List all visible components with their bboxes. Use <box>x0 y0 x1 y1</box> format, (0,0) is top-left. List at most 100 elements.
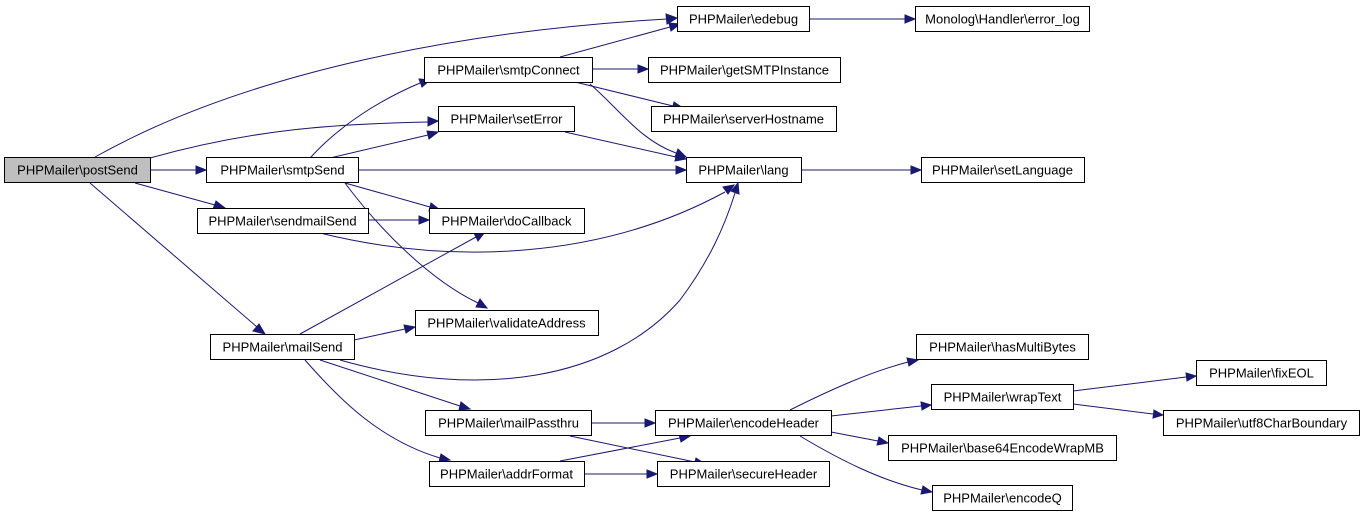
node-sendmailsend-label: PHPMailer\sendmailSend <box>208 214 356 229</box>
node-postsend-label: PHPMailer\postSend <box>17 163 138 178</box>
node-addrformat[interactable]: PHPMailer\addrFormat <box>429 461 585 487</box>
node-base64encodewrapmb-label: PHPMailer\base64EncodeWrapMB <box>901 441 1104 456</box>
node-error-log-label: Monolog\Handler\error_log <box>925 12 1080 27</box>
edge-postsend-seterror <box>149 121 429 159</box>
node-wraptext-label: PHPMailer\wrapText <box>944 390 1062 405</box>
edge-smtpsend-validateaddress <box>344 182 479 304</box>
edge-mailsend-mailpassthru-arrow <box>458 401 472 411</box>
edge-seterror-lang-arrow <box>674 152 688 162</box>
edge-sendmailsend-docallback-arrow <box>418 215 431 225</box>
node-fixeol[interactable]: PHPMailer\fixEOL <box>1196 360 1327 386</box>
node-mailpassthru-label: PHPMailer\mailPassthru <box>438 416 579 431</box>
node-encodeq[interactable]: PHPMailer\encodeQ <box>932 485 1073 511</box>
node-smtpconnect-label: PHPMailer\smtpConnect <box>437 63 580 78</box>
node-validateaddress[interactable]: PHPMailer\validateAddress <box>415 310 599 336</box>
edge-postsend-smtpsend-arrow <box>195 165 208 175</box>
edge-addrformat-secureheader-arrow <box>646 469 659 479</box>
node-encodeq-label: PHPMailer\encodeQ <box>943 491 1062 506</box>
node-edebug[interactable]: PHPMailer\edebug <box>677 6 810 32</box>
node-encodeheader[interactable]: PHPMailer\encodeHeader <box>655 410 832 436</box>
edge-sendmailsend-lang-arrow <box>722 184 736 195</box>
edge-mailsend-validateaddress <box>353 328 406 341</box>
edge-smtpconnect-lang <box>589 83 677 154</box>
node-edebug-label: PHPMailer\edebug <box>689 12 798 27</box>
edge-mailsend-mailpassthru <box>319 359 461 407</box>
node-encodeheader-label: PHPMailer\encodeHeader <box>668 416 820 431</box>
node-smtpconnect[interactable]: PHPMailer\smtpConnect <box>424 57 593 83</box>
node-hasmultibytes[interactable]: PHPMailer\hasMultiBytes <box>916 334 1089 360</box>
edge-encodeheader-hasmultibytes-arrow <box>906 357 920 367</box>
edge-edebug-errorlog-arrow <box>904 14 917 24</box>
node-utf8charboundary[interactable]: PHPMailer\utf8CharBoundary <box>1163 410 1360 436</box>
edge-seterror-lang <box>564 131 677 158</box>
edge-encodeheader-encodeq-arrow <box>920 485 934 495</box>
edge-mailsend-lang-arrow <box>730 181 740 195</box>
node-serverhostname[interactable]: PHPMailer\serverHostname <box>651 106 837 132</box>
node-wraptext[interactable]: PHPMailer\wrapText <box>931 384 1074 410</box>
edge-wraptext-fixeol-arrow <box>1185 372 1198 382</box>
edge-wraptext-fixeol <box>1072 376 1187 392</box>
node-mailpassthru[interactable]: PHPMailer\mailPassthru <box>425 410 592 436</box>
edge-postsend-seterror-arrow <box>427 116 440 127</box>
node-validateaddress-label: PHPMailer\validateAddress <box>427 316 586 331</box>
node-error-log[interactable]: Monolog\Handler\error_log <box>915 6 1090 32</box>
edge-mailsend-addrformat <box>304 359 441 459</box>
edge-lang-setlanguage-arrow <box>910 165 923 175</box>
edge-encodeheader-wraptext <box>830 405 922 417</box>
edge-mailpassthru-encodeheader-arrow <box>644 418 657 428</box>
node-utf8charboundary-label: PHPMailer\utf8CharBoundary <box>1176 416 1348 431</box>
call-graph-edges <box>89 13 1198 495</box>
node-getsmtpinstance-label: PHPMailer\getSMTPInstance <box>660 63 829 78</box>
edge-smtpconnect-edebug <box>559 26 671 58</box>
edge-postsend-edebug-arrow <box>665 13 679 25</box>
edge-encodeheader-wraptext-arrow <box>920 401 933 411</box>
edge-mailsend-docallback <box>299 236 477 335</box>
edge-smtpsend-validateaddress-arrow <box>475 298 489 309</box>
edge-smtpconnect-serverhostname <box>574 81 674 107</box>
edge-smtpsend-seterror <box>329 134 429 159</box>
edge-smtpsend-docallback <box>344 182 431 208</box>
edge-encodeheader-base64encodewrapmb-arrow <box>876 436 890 446</box>
node-smtpsend-label: PHPMailer\smtpSend <box>220 163 344 178</box>
edge-wraptext-utf8charboundary <box>1072 403 1154 415</box>
edge-smtpconnect-getsmtpinstance-arrow <box>637 64 650 74</box>
edge-sendmailsend-lang <box>319 191 726 253</box>
node-seterror[interactable]: PHPMailer\setError <box>438 106 575 132</box>
node-docallback-label: PHPMailer\doCallback <box>441 214 572 229</box>
node-hasmultibytes-label: PHPMailer\hasMultiBytes <box>929 340 1076 355</box>
edge-mailsend-lang <box>339 192 736 381</box>
edge-smtpsend-smtpconnect <box>309 82 421 159</box>
node-lang[interactable]: PHPMailer\lang <box>686 157 802 183</box>
edge-smtpsend-seterror-arrow <box>426 130 440 140</box>
edge-addrformat-encodeheader <box>559 437 681 462</box>
node-mailsend-label: PHPMailer\mailSend <box>223 340 343 355</box>
edge-mailpassthru-secureheader <box>569 435 696 463</box>
node-smtpsend[interactable]: PHPMailer\smtpSend <box>206 157 359 183</box>
node-postsend[interactable]: PHPMailer\postSend <box>4 157 151 183</box>
call-graph-nodes: PHPMailer\postSend PHPMailer\edebug Mono… <box>4 6 1360 511</box>
node-secureheader-label: PHPMailer\secureHeader <box>670 467 818 482</box>
node-sendmailsend[interactable]: PHPMailer\sendmailSend <box>197 208 369 234</box>
edge-postsend-edebug <box>94 18 668 158</box>
node-secureheader[interactable]: PHPMailer\secureHeader <box>657 461 830 487</box>
node-mailsend[interactable]: PHPMailer\mailSend <box>210 334 355 360</box>
node-fixeol-label: PHPMailer\fixEOL <box>1209 366 1314 381</box>
edge-postsend-mailsend-arrow <box>252 323 267 335</box>
node-getsmtpinstance[interactable]: PHPMailer\getSMTPInstance <box>648 57 841 83</box>
node-setlanguage[interactable]: PHPMailer\setLanguage <box>921 157 1085 183</box>
edge-encodeheader-encodeq <box>799 435 923 491</box>
edge-postsend-sendmailsend-arrow <box>212 200 227 210</box>
edge-postsend-sendmailsend <box>134 182 216 206</box>
node-setlanguage-label: PHPMailer\setLanguage <box>932 163 1073 178</box>
edge-mailsend-validateaddress-arrow <box>403 324 417 334</box>
edge-smtpsend-lang-arrow <box>675 165 688 175</box>
node-docallback[interactable]: PHPMailer\doCallback <box>429 208 585 234</box>
edge-encodeheader-hasmultibytes <box>789 361 909 411</box>
node-lang-label: PHPMailer\lang <box>698 163 788 178</box>
node-addrformat-label: PHPMailer\addrFormat <box>440 467 573 482</box>
node-serverhostname-label: PHPMailer\serverHostname <box>663 112 824 127</box>
edge-encodeheader-base64encodewrapmb <box>830 431 879 442</box>
edge-mailsend-addrformat-arrow <box>438 453 452 463</box>
node-base64encodewrapmb[interactable]: PHPMailer\base64EncodeWrapMB <box>888 435 1117 461</box>
